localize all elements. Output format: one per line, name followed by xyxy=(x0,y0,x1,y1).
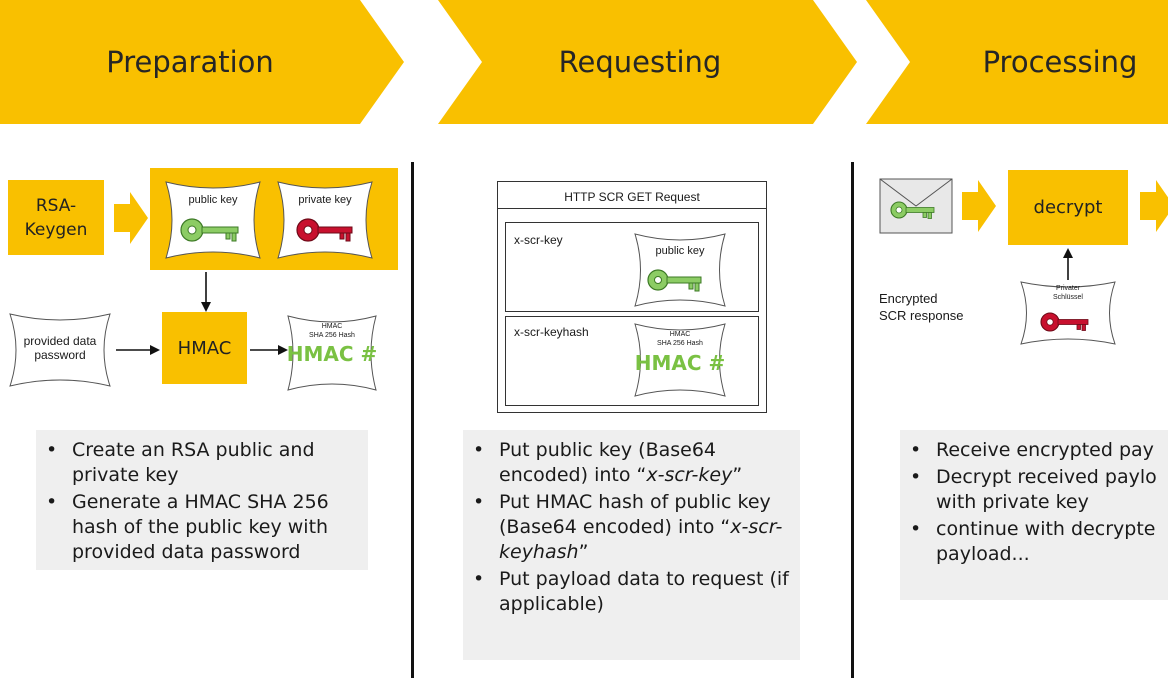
requesting-bullet-text: Put HMAC hash of public key (Base64 enco… xyxy=(499,491,771,538)
http-request-box: HTTP SCR GET Request x-scr-key x-scr-key… xyxy=(497,181,767,413)
chevron-preparation xyxy=(0,0,1168,124)
processing-bullets: Receive encrypted pay Decrypt received p… xyxy=(900,430,1168,600)
request-title-separator xyxy=(498,208,766,209)
preparation-bullet: Generate a HMAC SHA 256 hash of the publ… xyxy=(36,490,368,565)
requesting-bullet: Put public key (Base64 encoded) into “x-… xyxy=(463,438,800,488)
request-public-key-card xyxy=(634,233,726,307)
green-key-icon xyxy=(647,269,702,292)
header-x-scr-key-name: x-scr-key xyxy=(514,233,563,247)
encrypted-response-label: Encrypted SCR response xyxy=(879,291,964,323)
preparation-bullets: Create an RSA public and private key Gen… xyxy=(36,430,368,570)
request-public-key-label: public key xyxy=(655,245,705,257)
public-key-label: public key xyxy=(188,194,238,206)
envelope-icon xyxy=(879,178,953,234)
private-key-label: private key xyxy=(298,194,352,206)
requesting-bullet-text: Put payload data to request (if applicab… xyxy=(499,568,789,615)
arrow-down-to-hmac xyxy=(201,272,211,312)
hmac-box: HMAC xyxy=(162,312,247,384)
provided-password-card xyxy=(9,313,111,387)
preparation-bullet: Create an RSA public and private key xyxy=(36,438,368,488)
phase-title-processing: Processing xyxy=(982,45,1138,79)
hmac-hash-card xyxy=(287,315,377,391)
request-title: HTTP SCR GET Request xyxy=(564,190,700,204)
requesting-bullet: Put HMAC hash of public key (Base64 enco… xyxy=(463,490,800,565)
requesting-bullet-text: Put public key (Base64 encoded) into “ xyxy=(499,439,717,486)
requesting-bullet-post: ” xyxy=(732,464,743,486)
arrow-hmac-to-hash xyxy=(250,345,288,355)
red-key-icon xyxy=(1040,312,1089,332)
hmac-hash-caption: HMAC SHA 256 Hash xyxy=(309,323,355,339)
requesting-bullet-em: x-scr-key xyxy=(646,464,733,486)
private-key-card xyxy=(277,181,373,259)
header-x-scr-keyhash-name: x-scr-keyhash xyxy=(514,325,589,339)
rsa-keygen-box: RSA- Keygen xyxy=(8,180,104,255)
arrow-decrypt-out xyxy=(1140,180,1168,232)
private-key-de-label: Privater Schlüssel xyxy=(1053,285,1083,301)
phase-title-requesting: Requesting xyxy=(558,45,722,79)
public-key-card xyxy=(165,181,261,259)
requesting-bullets: Put public key (Base64 encoded) into “x-… xyxy=(463,430,800,660)
hmac-hash-value: HMAC # xyxy=(286,342,378,366)
requesting-bullet-post: ” xyxy=(578,541,589,563)
processing-bullet: Decrypt received paylo with private key xyxy=(900,465,1168,515)
request-hmac-card xyxy=(634,323,726,397)
divider-2 xyxy=(851,162,854,678)
divider-1 xyxy=(411,162,414,678)
processing-bullet: Receive encrypted pay xyxy=(900,438,1168,463)
red-key-icon xyxy=(296,218,353,242)
processing-bullet: continue with decrypte payload... xyxy=(900,517,1168,567)
green-key-icon xyxy=(180,218,239,242)
arrow-keygen-to-keys xyxy=(114,192,148,244)
requesting-bullet: Put payload data to request (if applicab… xyxy=(463,567,800,617)
arrow-up-to-decrypt xyxy=(1063,248,1073,280)
request-hmac-value: HMAC # xyxy=(634,351,726,375)
arrow-password-to-hmac xyxy=(116,345,160,355)
phase-title-preparation: Preparation xyxy=(106,45,274,79)
arrow-envelope-to-decrypt xyxy=(962,180,996,232)
provided-password-label: provided data password xyxy=(23,334,97,362)
requesting-bullet-em: x-scr-keyhash xyxy=(499,516,783,563)
private-key-de-card xyxy=(1020,281,1116,345)
decrypt-box: decrypt xyxy=(1008,170,1128,245)
request-hmac-caption: HMAC SHA 256 Hash xyxy=(657,331,703,347)
